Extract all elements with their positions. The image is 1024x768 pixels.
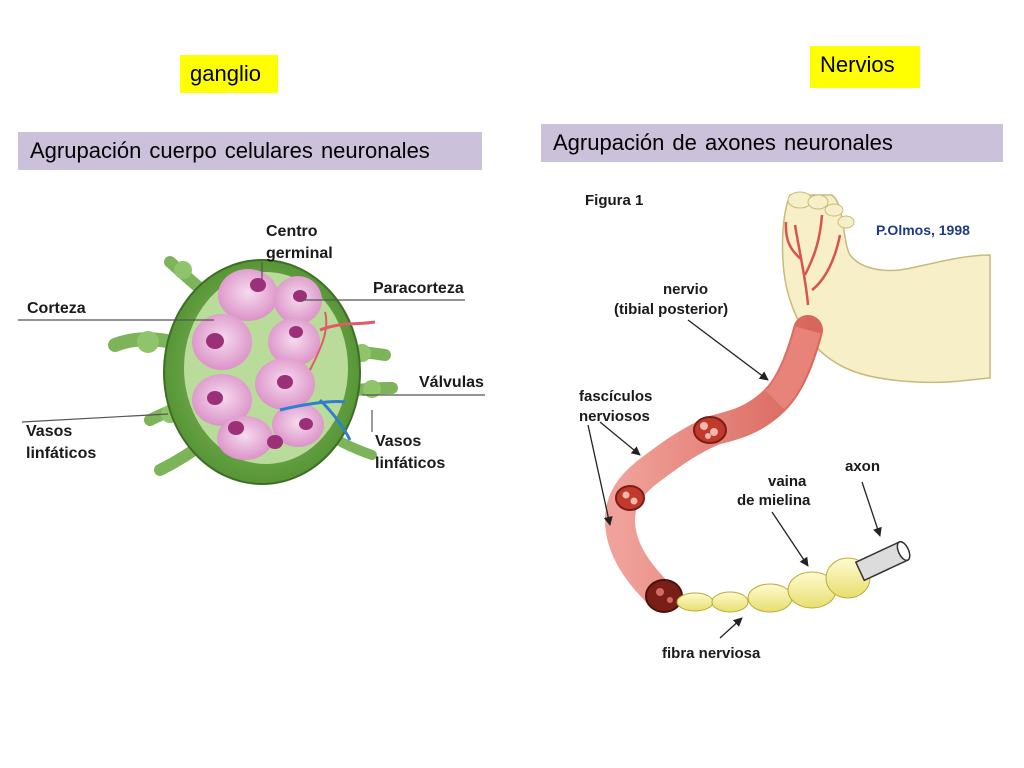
vasos-linfaticos-right-label-1: Vasos <box>375 433 421 450</box>
vaina-label-2: de mielina <box>737 492 811 509</box>
nervio-label-2: (tibial posterior) <box>614 301 728 318</box>
centro-germinal-label-1: Centro <box>266 223 318 240</box>
nervio-label-1: nervio <box>663 281 708 298</box>
axon-label: axon <box>845 458 880 475</box>
fasciculos-label-1: fascículos <box>579 388 652 405</box>
fibra-nerviosa-label: fibra nerviosa <box>662 645 761 662</box>
lymph-node-illustration: Centro germinal Paracorteza Corteza Válv… <box>18 223 485 485</box>
vasos-linfaticos-left-label-1: Vasos <box>26 423 72 440</box>
vasos-linfaticos-left-label-2: linfáticos <box>26 445 96 462</box>
paracorteza-label: Paracorteza <box>373 280 464 297</box>
valvulas-label: Válvulas <box>419 374 484 391</box>
vasos-linfaticos-right-label-2: linfáticos <box>375 455 445 472</box>
corteza-label: Corteza <box>27 300 86 317</box>
nervios-title: Nervios <box>810 46 920 88</box>
fasciculos-label-2: nerviosos <box>579 408 650 425</box>
centro-germinal-label-2: germinal <box>266 245 333 262</box>
nerve-illustration: Figura 1 P.Olmos, 1998 nervio (tibial po… <box>579 191 991 662</box>
vaina-label-1: vaina <box>768 473 807 490</box>
figura-label: Figura 1 <box>585 192 643 209</box>
ganglio-caption: Agrupación cuerpo celulares neuronales <box>18 132 482 170</box>
ganglio-title: ganglio <box>180 55 278 93</box>
nervios-caption: Agrupación de axones neuronales <box>541 124 1003 162</box>
credit-label: P.Olmos, 1998 <box>876 222 970 238</box>
